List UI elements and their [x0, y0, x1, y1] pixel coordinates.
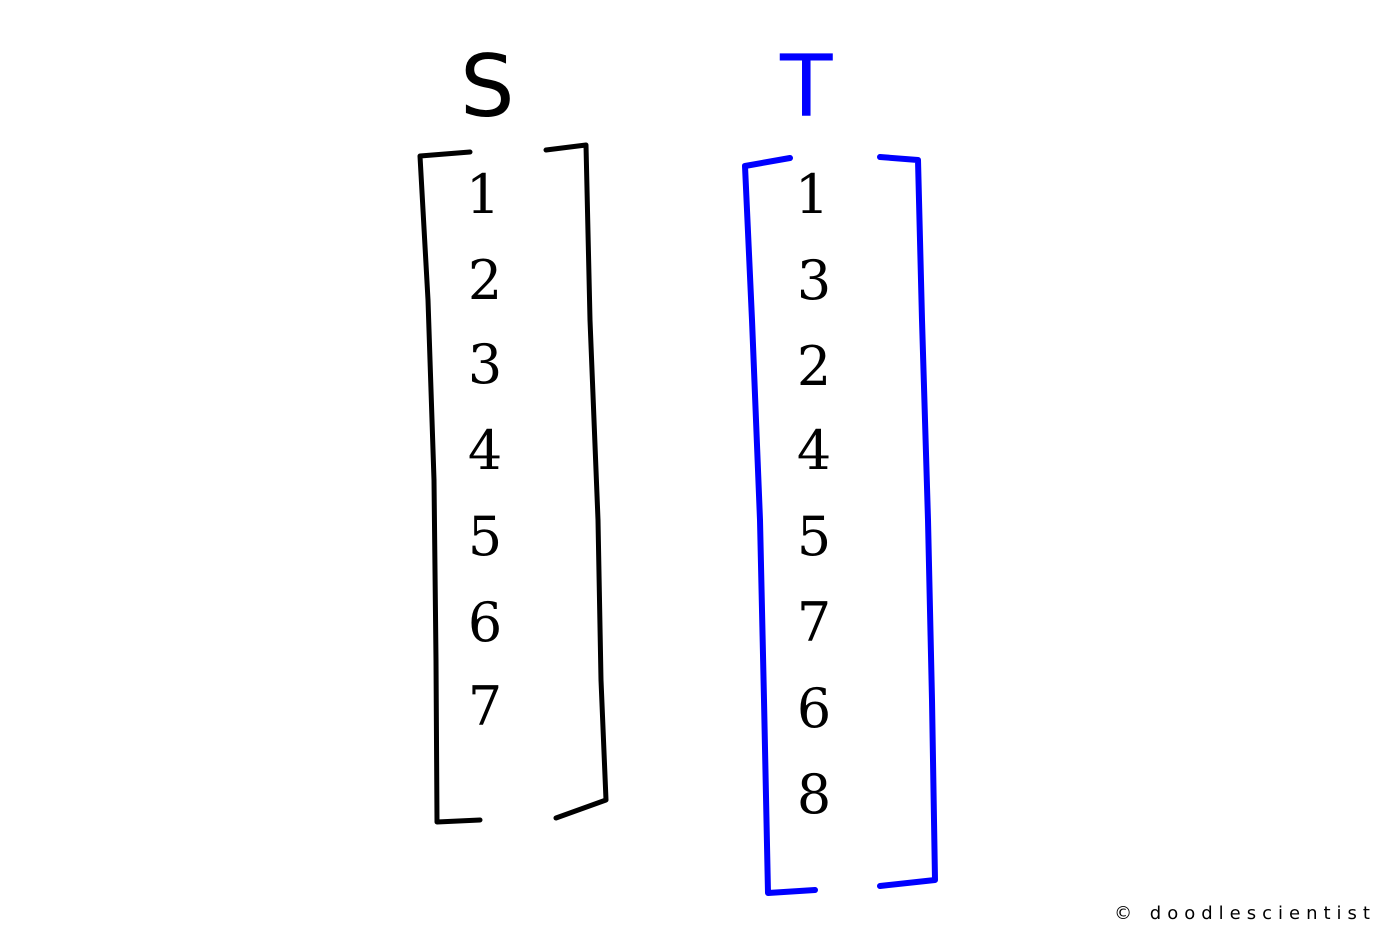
vector-t-item: 6 [796, 677, 832, 740]
vector-t-right-bracket [877, 154, 938, 889]
vector-s-item: 6 [467, 591, 503, 654]
vector-t-item: 4 [796, 419, 832, 482]
vector-s-item: 5 [467, 505, 503, 568]
vector-s-item: 2 [467, 249, 503, 312]
vector-s-item: 7 [467, 675, 503, 738]
vector-t-item: 5 [796, 505, 832, 568]
vector-s-item: 1 [465, 163, 501, 226]
vector-t-item: 3 [796, 249, 832, 312]
vector-s-left-bracket [417, 149, 483, 825]
vector-t-left-bracket [742, 155, 818, 896]
vector-s-item: 3 [467, 333, 503, 396]
vector-t-item: 7 [796, 591, 832, 654]
vector-t-item: 2 [796, 335, 832, 398]
vector-s-item: 4 [467, 419, 503, 482]
vector-s-right-bracket [543, 142, 609, 821]
vector-t-item: 8 [796, 763, 832, 826]
vector-s-label: S [460, 37, 515, 137]
vector-t-item: 1 [794, 163, 830, 226]
credit-text: © doodlescientist [1114, 903, 1376, 924]
vector-t-label: T [780, 37, 833, 137]
